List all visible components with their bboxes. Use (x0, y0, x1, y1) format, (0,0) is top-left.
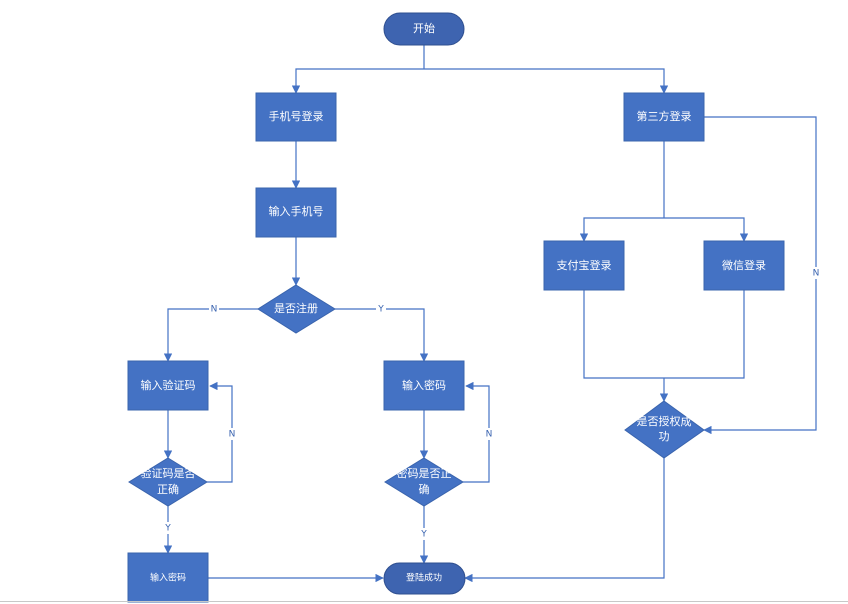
node-registered-decision: 是否注册 (257, 284, 336, 334)
nodes: 开始 手机号登录 第三方登录 输入手机号 是否注册 支付宝登录 微信登录 (127, 12, 785, 603)
label-code-yes: Y (164, 524, 171, 534)
node-input-code-label: 输入验证码 (141, 378, 196, 392)
node-third-party-login: 第三方登录 (623, 92, 705, 142)
node-input-code: 输入验证码 (127, 360, 209, 411)
node-alipay-login: 支付宝登录 (543, 240, 625, 291)
node-authorized-label-2: 功 (659, 430, 670, 443)
edge-auth-to-success (464, 458, 665, 583)
node-registered-label: 是否注册 (274, 301, 318, 315)
label-password-yes: Y (420, 530, 427, 540)
edge-alipay-merge (583, 290, 664, 379)
node-third-party-login-label: 第三方登录 (637, 109, 692, 123)
node-authorized-label-1: 是否授权成 (637, 414, 692, 428)
node-start: 开始 (383, 12, 465, 46)
node-login-success-label: 登陆成功 (406, 572, 442, 584)
node-start-label: 开始 (413, 21, 435, 35)
edge-registered-no (163, 308, 258, 362)
node-wechat-login-label: 微信登录 (722, 258, 766, 272)
node-input-password: 输入密码 (383, 360, 465, 411)
node-wechat-login: 微信登录 (703, 240, 785, 291)
node-password-ok-decision: 密码是否正 确 (384, 457, 464, 507)
label-registered-no: N (211, 305, 218, 315)
node-input-password-2-label: 输入密码 (150, 572, 186, 584)
node-alipay-login-label: 支付宝登录 (557, 258, 612, 272)
node-code-ok-label-1: 验证码是否 (141, 466, 196, 480)
node-phone-login: 手机号登录 (255, 92, 337, 142)
edge-to-third-party-login (424, 68, 669, 94)
edge-to-wechat (664, 217, 749, 242)
label-password-no: N (486, 430, 493, 440)
node-phone-login-label: 手机号登录 (269, 109, 324, 123)
label-auth-no: N (813, 269, 820, 279)
node-code-ok-decision: 验证码是否 正确 (128, 457, 208, 507)
edge-registered-yes (335, 308, 429, 362)
edge-labels: N Y N Y N Y N (163, 267, 821, 540)
node-password-ok-label-2: 确 (419, 483, 430, 496)
label-registered-yes: Y (377, 305, 384, 315)
node-authorized-decision: 是否授权成 功 (624, 400, 705, 459)
bottom-divider (0, 601, 848, 602)
node-input-password-2: 输入密码 (127, 552, 209, 603)
node-input-phone: 输入手机号 (255, 187, 337, 238)
edge-wechat-merge (664, 290, 745, 379)
node-login-success: 登陆成功 (383, 562, 466, 595)
node-input-password-label: 输入密码 (402, 378, 446, 392)
node-input-phone-label: 输入手机号 (269, 204, 324, 218)
node-password-ok-label-1: 密码是否正 (397, 466, 452, 480)
edge-to-alipay (579, 217, 664, 242)
label-code-no: N (229, 430, 236, 440)
edge-to-phone-login (291, 68, 424, 94)
node-code-ok-label-2: 正确 (157, 483, 179, 496)
